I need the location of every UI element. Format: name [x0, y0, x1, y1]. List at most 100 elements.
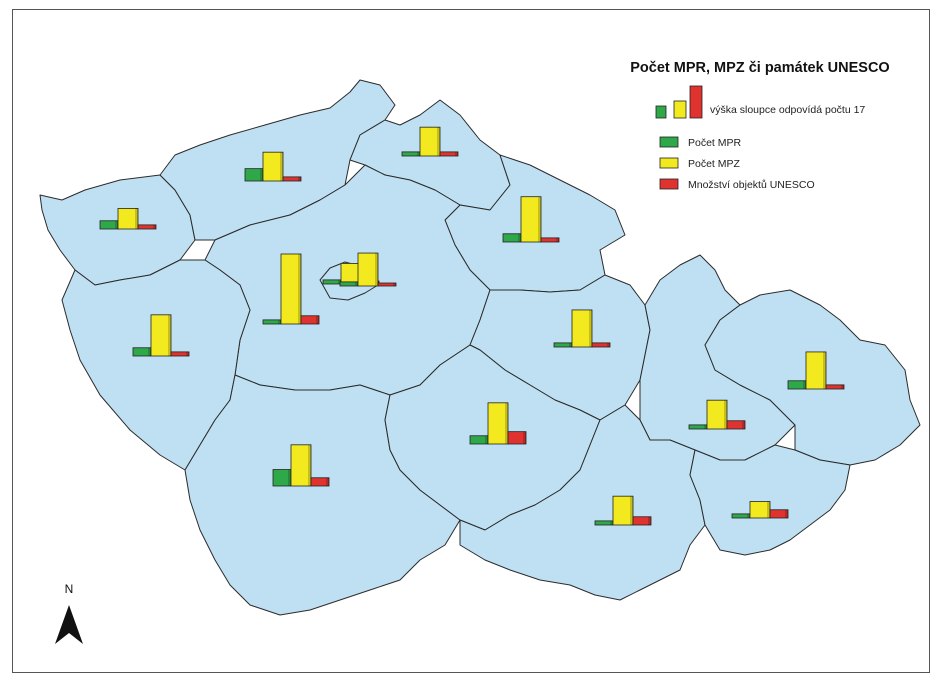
- north-label: N: [65, 582, 74, 596]
- bar-shade: [841, 384, 844, 389]
- bar-mpz: [706, 399, 728, 430]
- bar-group-1: [99, 208, 157, 230]
- bar-group-4: [132, 314, 190, 357]
- bar-shade: [375, 253, 378, 286]
- legend: Počet MPR, MPZ či památek UNESCO výška s…: [630, 60, 889, 191]
- bar-mpz: [262, 151, 284, 182]
- bar-group-14: [731, 501, 789, 519]
- bar-shade: [326, 477, 329, 486]
- bar-unesco: [726, 420, 746, 430]
- bar-unesco: [310, 477, 330, 487]
- bar-group-9: [272, 444, 330, 487]
- bar-shade: [135, 208, 138, 229]
- bar-unesco: [591, 342, 611, 348]
- region-bar-groups: [99, 126, 845, 526]
- north-arrow: N: [55, 582, 83, 644]
- bar-shade: [280, 152, 283, 181]
- bar-shade: [803, 380, 806, 389]
- bar-unesco: [632, 516, 652, 526]
- bar-shade: [589, 309, 592, 347]
- legend-item-unesco: Množství objektů UNESCO: [659, 178, 815, 191]
- bar-mpz: [487, 402, 509, 445]
- bar-shade: [308, 444, 311, 486]
- bar-shade: [610, 520, 613, 525]
- map-title: Počet MPR, MPZ či památek UNESCO: [630, 60, 889, 76]
- bar-shade: [767, 501, 770, 518]
- bar-shade: [505, 402, 508, 444]
- bar-unesco: [282, 176, 302, 182]
- bar-unesco: [439, 151, 459, 157]
- north-arrow-icon: [55, 605, 83, 644]
- legend-label-unesco: Množství objektů UNESCO: [688, 179, 815, 191]
- legend-label-mpz: Počet MPZ: [688, 158, 741, 170]
- land: [39, 79, 921, 616]
- scale-note: výška sloupce odpovídá počtu 17: [710, 104, 865, 116]
- bar-shade: [747, 513, 750, 518]
- bar-unesco: [540, 237, 560, 243]
- scale-glyph: [655, 85, 703, 119]
- bar-shade: [288, 469, 291, 486]
- bar-group-2: [244, 151, 302, 182]
- bar-shade: [556, 237, 559, 242]
- bar-unesco: [300, 315, 320, 325]
- bar-shade: [437, 127, 440, 156]
- bar-shade: [538, 196, 541, 242]
- bar-mpz: [280, 253, 302, 325]
- bar-shade: [518, 233, 521, 242]
- bar-shade: [355, 281, 358, 286]
- bar-shade: [153, 224, 156, 229]
- legend-swatch-unesco: [659, 178, 679, 190]
- bar-shade: [148, 347, 151, 356]
- bar-shade: [648, 516, 651, 525]
- legend-swatch-mpz: [659, 157, 679, 169]
- bar-group-7: [502, 196, 560, 243]
- bar-shade: [523, 431, 526, 444]
- bar-shade: [607, 342, 610, 347]
- bar-unesco: [825, 384, 845, 390]
- bar-shade: [823, 351, 826, 389]
- bar-unesco: [769, 509, 789, 519]
- legend-label-mpr: Počet MPR: [688, 137, 742, 149]
- bar-mpz: [612, 495, 634, 526]
- bar-group-8: [553, 309, 611, 348]
- region-jihocesky: [184, 374, 461, 616]
- bar-group-11: [688, 399, 746, 430]
- bar-mpz: [290, 444, 312, 487]
- bar-shade: [393, 283, 396, 286]
- bar-shade: [115, 220, 118, 229]
- bar-shade: [298, 254, 301, 324]
- bar-shade: [168, 314, 171, 356]
- bar-unesco: [507, 431, 527, 445]
- legend-swatch-mpr: [659, 136, 679, 148]
- legend-item-mpz: Počet MPZ: [659, 157, 741, 170]
- bar-group-13: [594, 495, 652, 526]
- bar-unesco: [137, 224, 157, 230]
- bar-unesco: [377, 282, 397, 287]
- bar-group-5: [262, 253, 320, 325]
- bar-shade: [785, 509, 788, 518]
- bar-shade: [186, 351, 189, 356]
- bar-group-12: [787, 351, 845, 390]
- bar-shade: [569, 342, 572, 347]
- bar-shade: [724, 400, 727, 429]
- legend-item-mpr: Počet MPR: [659, 136, 742, 149]
- bar-shade: [455, 151, 458, 156]
- bar-group-10: [469, 402, 527, 445]
- bar-mpz: [571, 309, 593, 348]
- bar-mpz: [805, 351, 827, 390]
- bar-mpz: [117, 208, 139, 230]
- bar-mpz: [150, 314, 172, 357]
- bar-group-3: [401, 126, 459, 157]
- bar-shade: [630, 496, 633, 525]
- bar-shade: [316, 315, 319, 324]
- bar-shade: [742, 420, 745, 429]
- region-jihomoravsky: [459, 404, 706, 601]
- region-zlinsky: [689, 444, 851, 556]
- bar-shade: [417, 151, 420, 156]
- bar-shade: [485, 435, 488, 444]
- bar-unesco: [170, 351, 190, 357]
- bar-shade: [704, 424, 707, 429]
- bar-mpz: [357, 252, 379, 287]
- bar-shade: [260, 168, 263, 181]
